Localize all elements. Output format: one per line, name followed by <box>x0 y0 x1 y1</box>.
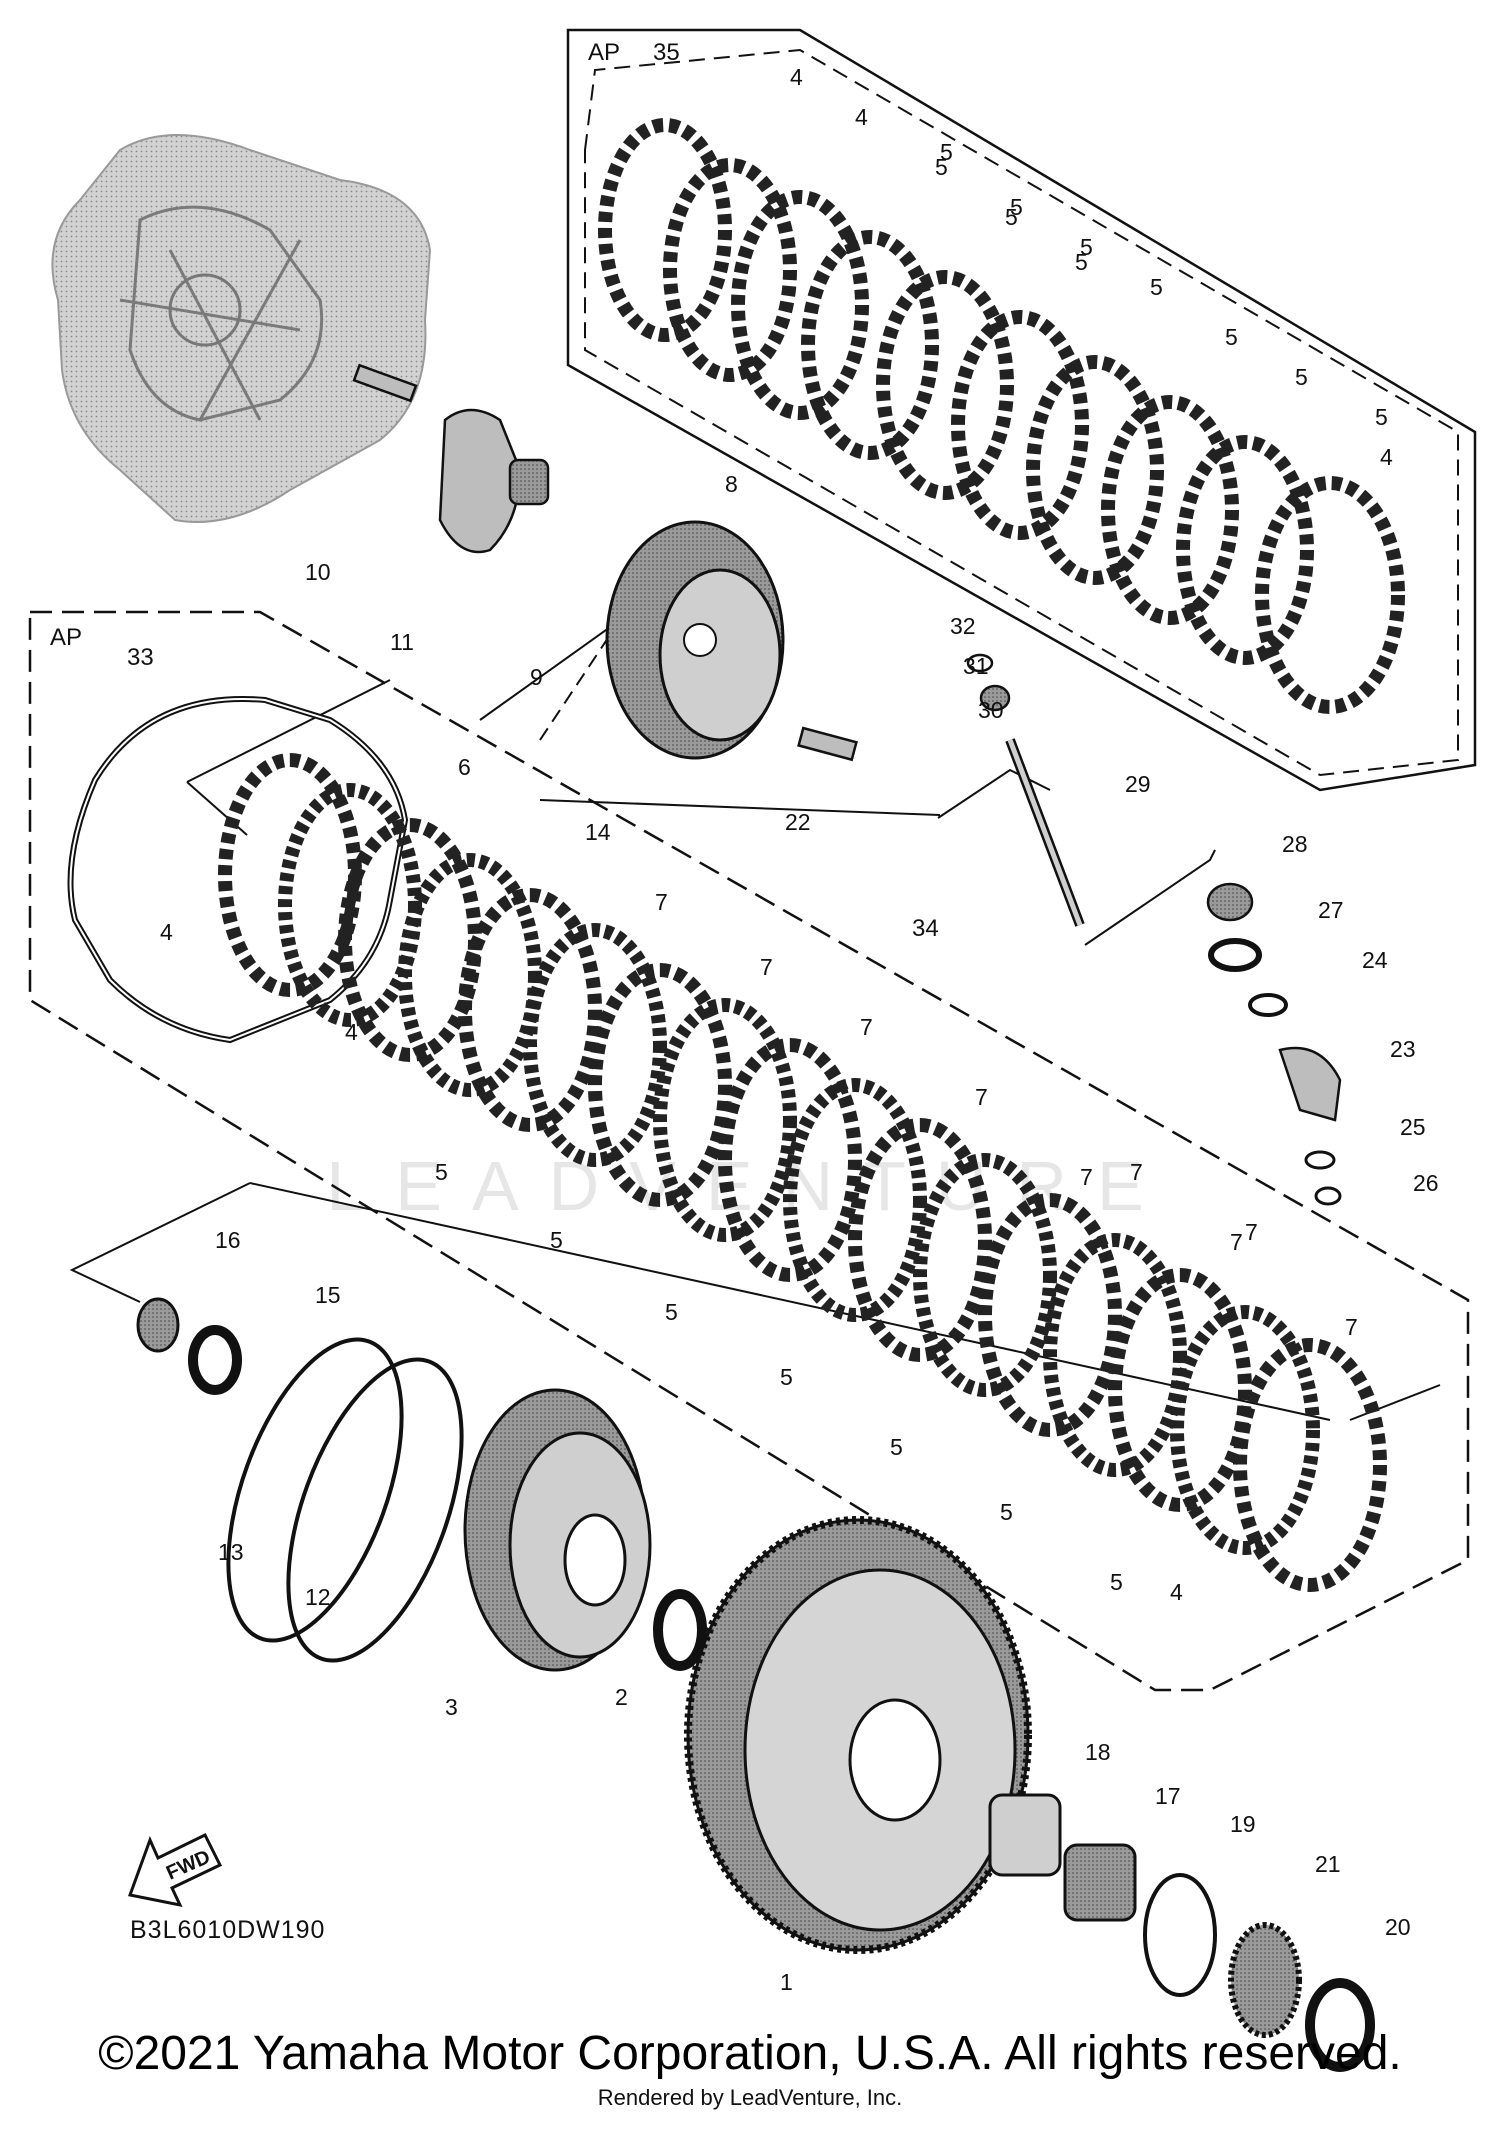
callout-number: 23 <box>1390 1036 1416 1062</box>
callout-number: 5 <box>1295 364 1308 390</box>
callout-number: 24 <box>1362 947 1388 973</box>
callout-number: 5 <box>1075 249 1088 275</box>
callout-number: 18 <box>1085 1739 1111 1765</box>
callout-number: 31 <box>963 653 989 679</box>
callout-number: 21 <box>1315 1851 1341 1877</box>
callout-number: 4 <box>855 104 868 130</box>
bottom-right-parts <box>988 1793 1375 2072</box>
group-label: AP <box>588 39 620 66</box>
rendered-by-notice: Rendered by LeadVenture, Inc. <box>597 2085 903 2110</box>
callout-number: 11 <box>390 629 414 655</box>
callout-number: 2 <box>615 1684 628 1710</box>
callout-number: 7 <box>655 889 668 915</box>
kit-34-frame <box>28 610 1470 1692</box>
callout-number: 4 <box>345 1019 358 1045</box>
callout-number: 5 <box>665 1299 678 1325</box>
callout-number: 22 <box>785 809 811 835</box>
callout-number: 4 <box>790 64 803 90</box>
callout-number: 7 <box>975 1084 988 1110</box>
callout-number: 27 <box>1318 897 1344 923</box>
callout-number: 8 <box>725 471 738 497</box>
callout-number: 29 <box>1125 771 1151 797</box>
callout-number: 5 <box>1010 194 1023 220</box>
callout-number: 13 <box>218 1539 244 1565</box>
kit-35-frame <box>566 28 1477 792</box>
callout-number: 5 <box>1375 404 1388 430</box>
group-labels: AP 35 AP 33 34 <box>50 39 939 942</box>
callout-number: 5 <box>1225 324 1238 350</box>
callout-number: 3 <box>445 1694 458 1720</box>
group-label: 33 <box>127 644 154 671</box>
group-label: 34 <box>912 915 939 942</box>
callout-number: 6 <box>458 754 471 780</box>
callout-number: 12 <box>305 1584 331 1610</box>
callout-number: 17 <box>1155 1783 1181 1809</box>
callout-number: 15 <box>315 1282 341 1308</box>
callout-number: 4 <box>1170 1579 1183 1605</box>
callout-number: 28 <box>1282 831 1308 857</box>
callout-number: 25 <box>1400 1114 1426 1140</box>
callout-number: 5 <box>935 154 948 180</box>
callout-number: 5 <box>890 1434 903 1460</box>
callout-number: 10 <box>305 559 331 585</box>
callout-number: 20 <box>1385 1914 1411 1940</box>
callout-number: 5 <box>1150 274 1163 300</box>
crankcase-cover-illustration <box>51 134 432 523</box>
callout-number: 16 <box>215 1227 241 1253</box>
callout-number: 5 <box>1080 234 1093 260</box>
callout-number: 26 <box>1413 1170 1439 1196</box>
callout-number: 4 <box>1380 444 1393 470</box>
copyright-notice: ©2021 Yamaha Motor Corporation, U.S.A. A… <box>98 2027 1402 2080</box>
callout-number: 5 <box>435 1159 448 1185</box>
pressure-plate <box>605 520 785 760</box>
callout-number: 5 <box>1005 204 1018 230</box>
callout-number: 1 <box>780 1969 793 1995</box>
callout-number: 7 <box>760 954 773 980</box>
kit-34-plates <box>218 753 1387 1592</box>
callout-number: 7 <box>1245 1219 1258 1245</box>
callout-number: 19 <box>1230 1811 1256 1837</box>
callout-number: 7 <box>1230 1229 1243 1255</box>
callout-number: 7 <box>1130 1159 1143 1185</box>
push-rod-assembly <box>966 653 1342 1206</box>
callout-number: 5 <box>940 139 953 165</box>
callout-number: 9 <box>530 664 543 690</box>
kit-35-inner-frame <box>584 48 1459 777</box>
thrust-washer <box>653 1589 707 1671</box>
callout-number: 4 <box>160 919 173 945</box>
callout-number: 30 <box>978 697 1004 723</box>
group-label: 35 <box>653 39 680 66</box>
group-label: AP <box>50 624 82 651</box>
clutch-boss <box>463 1388 652 1672</box>
callout-number: 5 <box>780 1364 793 1390</box>
callout-number: 7 <box>1345 1314 1358 1340</box>
callout-number: 32 <box>950 613 976 639</box>
callout-number: 14 <box>585 819 611 845</box>
clutch-housing <box>684 1516 1032 1954</box>
bottom-left-parts <box>136 1297 464 1663</box>
callout-number: 5 <box>550 1227 563 1253</box>
kit-35-plates <box>598 118 1405 714</box>
forward-direction-arrow: FWD <box>127 1832 223 1908</box>
callout-number: 5 <box>1110 1569 1123 1595</box>
callout-number: 7 <box>860 1014 873 1040</box>
small-parts-top <box>352 363 858 762</box>
callout-number: 5 <box>1000 1499 1013 1525</box>
callout-number: 7 <box>1080 1164 1093 1190</box>
diagram-code: B3L6010DW190 <box>130 1916 325 1944</box>
watermark-text: LEADVENTURE <box>326 1147 1173 1225</box>
